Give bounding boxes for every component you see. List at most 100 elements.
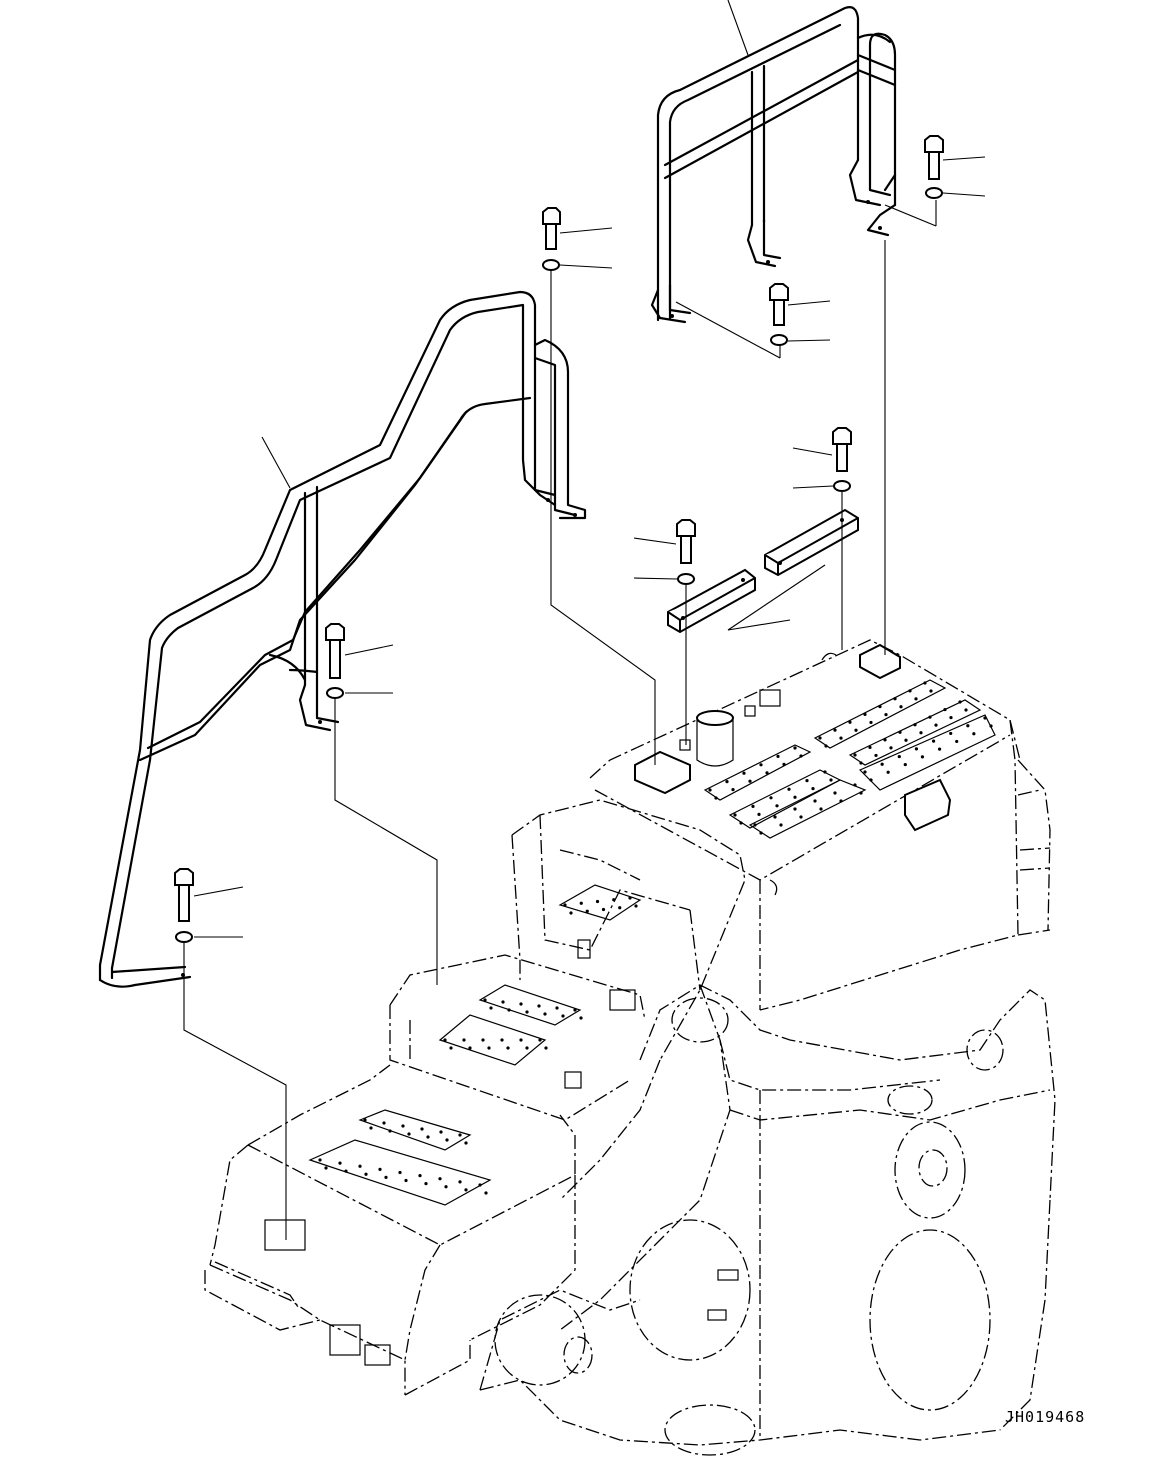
perforation-hole bbox=[714, 796, 718, 800]
perforation-hole bbox=[468, 1046, 472, 1050]
perforation-hole bbox=[839, 799, 843, 803]
perforation-hole bbox=[813, 799, 817, 803]
perforation-hole bbox=[920, 755, 925, 759]
perforation-hole bbox=[401, 1124, 405, 1128]
perforation-hole bbox=[908, 689, 912, 693]
perforation-hole bbox=[931, 739, 936, 743]
perforation-hole bbox=[444, 1185, 448, 1189]
perforation-hole bbox=[853, 783, 857, 787]
perforation-hole bbox=[897, 754, 901, 759]
perforation-hole bbox=[955, 739, 959, 744]
drawing-reference-code: JH019468 bbox=[1005, 1408, 1086, 1426]
perforation-hole bbox=[989, 724, 993, 728]
perforation-hole bbox=[893, 697, 897, 701]
perforation-hole bbox=[445, 1138, 449, 1142]
bolt bbox=[924, 135, 944, 180]
perforation-hole bbox=[848, 720, 852, 724]
perforation-hole bbox=[628, 896, 632, 900]
perforation-hole bbox=[519, 1038, 523, 1042]
perforation-hole bbox=[358, 1164, 362, 1168]
perforation-hole bbox=[555, 1006, 559, 1010]
bolt bbox=[676, 519, 696, 564]
bolt bbox=[174, 868, 194, 922]
perforation-hole bbox=[739, 821, 743, 825]
perforation-hole bbox=[525, 1046, 529, 1050]
perforation-hole bbox=[884, 712, 888, 717]
perforation-hole bbox=[561, 1014, 565, 1018]
perforation-hole bbox=[863, 712, 867, 717]
perforation-hole bbox=[478, 1183, 482, 1187]
brackets bbox=[667, 508, 859, 634]
perforation-hole bbox=[919, 731, 923, 735]
perforation-hole bbox=[449, 1046, 453, 1050]
perforation-hole bbox=[949, 731, 953, 736]
perforation-hole bbox=[805, 779, 809, 783]
perforation-hole bbox=[563, 903, 567, 907]
perforation-hole bbox=[757, 812, 761, 817]
perforation-hole bbox=[753, 823, 757, 827]
perforation-hole bbox=[863, 770, 867, 774]
perforation-hole bbox=[484, 1191, 488, 1195]
perforation-hole bbox=[464, 1188, 468, 1192]
perforation-hole bbox=[903, 762, 907, 767]
perforation-hole bbox=[776, 754, 780, 759]
perforation-hole bbox=[899, 705, 903, 709]
perforation-hole bbox=[382, 1121, 386, 1125]
perforation-hole bbox=[819, 807, 823, 811]
perforation-hole bbox=[964, 708, 968, 712]
perforation-hole bbox=[725, 780, 729, 784]
perforation-hole bbox=[759, 831, 763, 835]
perforation-hole bbox=[889, 746, 893, 750]
perforation-hole bbox=[501, 1000, 505, 1004]
perforation-hole bbox=[538, 1038, 542, 1042]
perforation-hole bbox=[506, 1046, 510, 1050]
perforation-hole bbox=[318, 1158, 322, 1162]
perforation-hole bbox=[823, 770, 827, 774]
perforation-hole bbox=[489, 1006, 493, 1010]
perforation-hole bbox=[426, 1135, 430, 1139]
perforation-hole bbox=[793, 795, 797, 799]
perforation-hole bbox=[793, 807, 797, 811]
perforation-hole bbox=[928, 715, 932, 719]
perforation-hole bbox=[898, 730, 902, 734]
left-handrail bbox=[98, 290, 587, 988]
perforation-hole bbox=[869, 778, 873, 782]
perforation-hole bbox=[569, 911, 573, 915]
perforation-hole bbox=[464, 1141, 468, 1145]
machine-body bbox=[204, 639, 1056, 1456]
perforation-hole bbox=[543, 1012, 547, 1016]
perforation-hole bbox=[364, 1172, 368, 1176]
perforation-hole bbox=[914, 697, 918, 701]
perforation-hole bbox=[793, 746, 797, 750]
perforation-hole bbox=[751, 804, 755, 809]
perforation-hole bbox=[943, 707, 947, 712]
perforation-hole bbox=[438, 1177, 442, 1181]
perforation-hole bbox=[634, 904, 638, 908]
perforation-hole bbox=[363, 1118, 367, 1122]
perforation-hole bbox=[388, 1129, 392, 1133]
perforation-hole bbox=[595, 899, 600, 904]
bolts-and-washers bbox=[174, 135, 944, 943]
perforation-hole bbox=[462, 1038, 466, 1042]
perforation-hole bbox=[601, 907, 606, 912]
perforation-hole bbox=[839, 736, 843, 740]
perforation-hole bbox=[869, 720, 873, 725]
leader-lines bbox=[183, 0, 986, 1240]
perforation-hole bbox=[537, 1004, 541, 1008]
perforation-hole bbox=[519, 1002, 523, 1006]
perforation-hole bbox=[769, 796, 773, 800]
perforation-hole bbox=[507, 1008, 511, 1012]
perforation-hole bbox=[880, 762, 884, 766]
perforation-hole bbox=[854, 728, 858, 732]
perforation-hole bbox=[787, 787, 791, 791]
perforation-hole bbox=[398, 1170, 402, 1175]
perforation-hole bbox=[618, 906, 622, 910]
perforation-hole bbox=[874, 753, 878, 758]
perforation-hole bbox=[829, 778, 833, 782]
perforation-hole bbox=[759, 763, 763, 767]
perforation-hole bbox=[811, 787, 815, 791]
perforation-hole bbox=[818, 736, 822, 740]
perforation-hole bbox=[886, 770, 890, 774]
perforation-hole bbox=[731, 788, 735, 792]
perforation-hole bbox=[853, 753, 857, 757]
